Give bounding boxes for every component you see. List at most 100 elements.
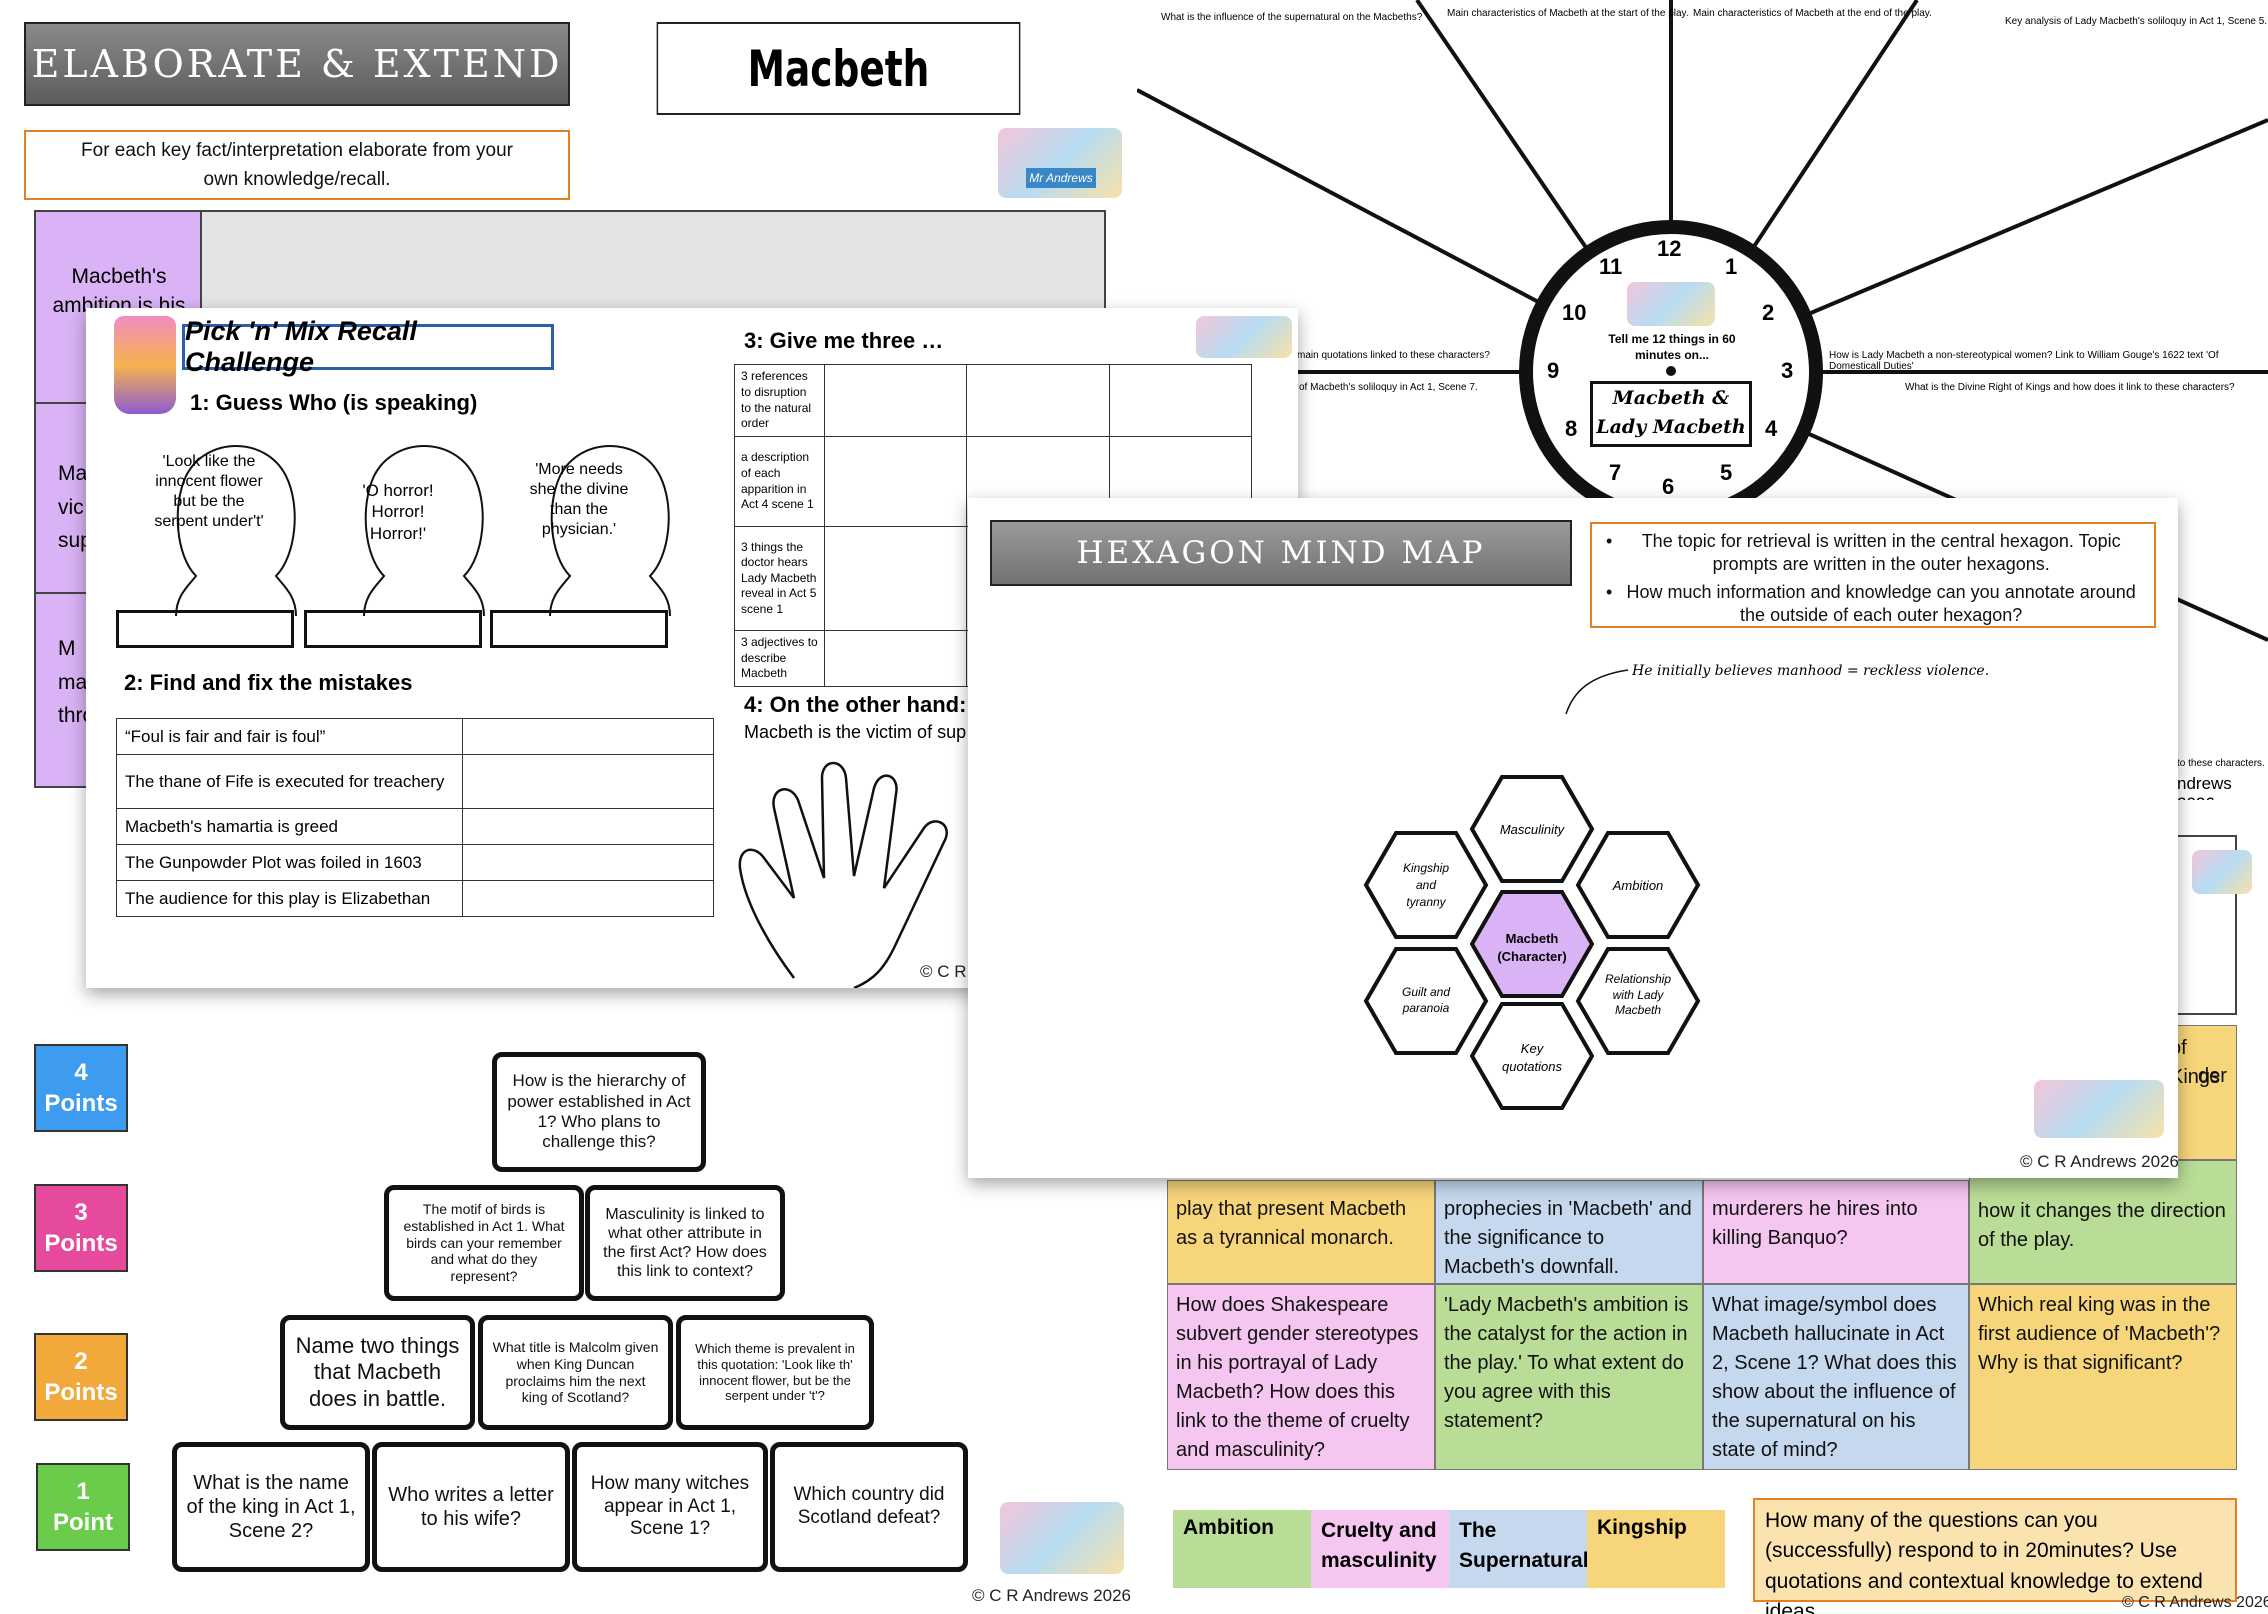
heads-drawing <box>175 445 671 617</box>
hex-center <box>1469 890 1595 998</box>
level-4-num: 4 <box>74 1058 88 1086</box>
mistake-4: The Gunpowder Plot was foiled in 1603 <box>116 844 463 881</box>
hex-upper-left <box>1363 831 1489 939</box>
elaborate-title: ELABORATE & EXTEND <box>24 22 570 106</box>
logo-banner: Mr Andrews <box>1026 168 1096 188</box>
mistake-3: Macbeth's hamartia is greed <box>116 808 463 845</box>
three-cell-1c[interactable] <box>1108 364 1253 437</box>
three-cell-2a[interactable] <box>823 436 968 527</box>
clock-topic: Macbeth & Lady Macbeth <box>1590 381 1752 447</box>
hex-lower-left <box>1363 947 1489 1055</box>
level-3-num: 3 <box>74 1198 88 1226</box>
clock-num-8: 8 <box>1565 416 1578 441</box>
prompt-mid-2: of Macbeth's soliloquy in Act 1, Scene 7… <box>1299 382 1478 393</box>
level-2-num: 2 <box>74 1347 88 1375</box>
elaborate-row-2: Ma vic sup <box>58 462 92 553</box>
grid-logo <box>2192 850 2252 894</box>
clock-center-dot <box>1666 366 1676 376</box>
pickmix-jar <box>114 316 176 414</box>
hexagon-diagram <box>1363 669 1701 1110</box>
level-1-badge: 1 Point <box>36 1463 130 1551</box>
three-cell-4a[interactable] <box>823 630 968 687</box>
hexagon-bullet-1: • The topic for retrieval is written in t… <box>1606 530 2140 577</box>
three-row-2: a description of each apparition in Act … <box>734 436 825 527</box>
hex-label-lower-left: Guilt and paranoia <box>1401 985 1451 1016</box>
bullet-icon-1: • <box>1606 531 1613 551</box>
hex-label-center: Macbeth (Character) <box>1497 931 1567 964</box>
fix-cell-3[interactable] <box>462 808 714 845</box>
clock-num-11: 11 <box>1599 254 1623 279</box>
three-row-3: 3 things the doctor hears Lady Macbeth r… <box>734 526 825 631</box>
hex-top <box>1469 775 1595 883</box>
hexagon-bullet-1-text: The topic for retrieval is written in th… <box>1641 531 2121 575</box>
hexagon-logo <box>2034 1080 2164 1138</box>
answer-box-1[interactable] <box>116 610 294 648</box>
clock-logo <box>1627 282 1715 326</box>
hex-upper-right <box>1575 831 1701 939</box>
mistakes-table: “Foul is fair and fair is foul” The than… <box>116 718 714 917</box>
qcell-a-1: play that present Macbeth as a tyrannica… <box>1167 1180 1435 1284</box>
qcell-b-3: What image/symbol does Macbeth hallucina… <box>1703 1284 1969 1470</box>
pyramid-brick-4-1: How is the hierarchy of power establishe… <box>492 1052 706 1172</box>
pyramid-brick-2-2: What title is Malcolm given when King Du… <box>478 1315 673 1430</box>
pyramid-brick-2-3: Which theme is prevalent in this quotati… <box>676 1315 874 1430</box>
pyramid-brick-1-2: Who writes a letter to his wife? <box>372 1442 570 1572</box>
quote-1: 'Look like the innocent flower but be th… <box>154 453 264 530</box>
key-supernatural: The Supernatural <box>1449 1510 1589 1588</box>
prompt-mid-4: What is the Divine Right of Kings and ho… <box>1905 382 2235 393</box>
s4-title: 4: On the other hand: <box>744 692 967 717</box>
qcell-b-2: 'Lady Macbeth's ambition is the catalyst… <box>1435 1284 1703 1470</box>
fix-cell-5[interactable] <box>462 880 714 917</box>
mr-andrews-logo: Mr Andrews <box>998 128 1122 198</box>
answer-box-3[interactable] <box>490 610 668 648</box>
three-cell-1a[interactable] <box>823 364 968 437</box>
fix-cell-2[interactable] <box>462 754 714 809</box>
fix-cell-4[interactable] <box>462 844 714 881</box>
hexagon-title: HEXAGON MIND MAP <box>990 520 1572 586</box>
clock-num-10: 10 <box>1562 300 1587 325</box>
level-1-num: 1 <box>76 1477 90 1505</box>
level-4-label: Points <box>44 1090 118 1117</box>
pyramid-logo <box>1000 1502 1124 1574</box>
subject-title: Macbeth <box>656 22 1021 115</box>
three-row-4: 3 adjectives to describe Macbeth <box>734 630 825 687</box>
hex-label-upper-left: Kingship and tyranny <box>1402 861 1450 909</box>
pyramid-brick-2-1: Name two things that Macbeth does in bat… <box>280 1315 475 1430</box>
qcell-a-3: murderers he hires into killing Banquo? <box>1703 1180 1969 1284</box>
key-kingship: Kingship <box>1587 1510 1725 1588</box>
clock-center-text: Tell me 12 things in 60 minutes on... <box>1608 332 1736 362</box>
hexagon-copyright: © C R Andrews 2026 <box>2020 1152 2178 1171</box>
s3-title: 3: Give me three … <box>744 328 944 353</box>
level-2-label: Points <box>44 1379 118 1406</box>
clock-num-1: 1 <box>1725 254 1738 279</box>
clock-right-fragment-2: ndrews 2026 <box>2177 774 2232 800</box>
s1-title: 1: Guess Who (is speaking) <box>190 390 478 415</box>
answer-box-2[interactable] <box>304 610 482 648</box>
qcell-b-1: How does Shakespeare subvert gender ster… <box>1167 1284 1435 1470</box>
prompt-mid-1: main quotations linked to these characte… <box>1297 350 1490 361</box>
fix-cell-1[interactable] <box>462 718 714 755</box>
clock-num-9: 9 <box>1547 358 1560 383</box>
mistake-2: The thane of Fife is executed for treach… <box>116 754 463 809</box>
three-cell-1b[interactable] <box>966 364 1110 437</box>
three-row-1: 3 references to disruption to the natura… <box>734 364 825 437</box>
mistake-5: The audience for this play is Elizabetha… <box>116 880 463 917</box>
hexagon-annotation: He initially believes manhood = reckless… <box>1632 663 1990 679</box>
qcell-a-2: prophecies in 'Macbeth' and the signific… <box>1435 1180 1703 1284</box>
hexagon-instructions: • The topic for retrieval is written in t… <box>1590 522 2156 628</box>
hexagon-bullet-2: •How much information and knowledge can … <box>1606 581 2140 628</box>
level-3-label: Points <box>44 1230 118 1257</box>
level-2-badge: 2 Points <box>34 1333 128 1421</box>
hex-label-bottom: Key quotations <box>1502 1041 1562 1074</box>
pickmix-title: Pick 'n' Mix Recall Challenge <box>182 316 554 377</box>
pyramid-brick-1-4: Which country did Scotland defeat? <box>770 1442 968 1572</box>
s2-title: 2: Find and fix the mistakes <box>124 670 413 695</box>
key-ambition: Ambition <box>1173 1510 1311 1588</box>
clock-num-12: 12 <box>1657 236 1682 261</box>
pyramid-sheet: 4 Points 3 Points 2 Points 1 Point How i… <box>0 985 1135 1614</box>
three-cell-3a[interactable] <box>823 526 968 631</box>
prompt-mid-3: How is Lady Macbeth a non-stereotypical … <box>1829 350 2219 372</box>
level-3-badge: 3 Points <box>34 1184 128 1272</box>
hexagon-bullet-2-text: How much information and knowledge can y… <box>1626 581 2136 626</box>
level-4-badge: 4 Points <box>34 1044 128 1132</box>
